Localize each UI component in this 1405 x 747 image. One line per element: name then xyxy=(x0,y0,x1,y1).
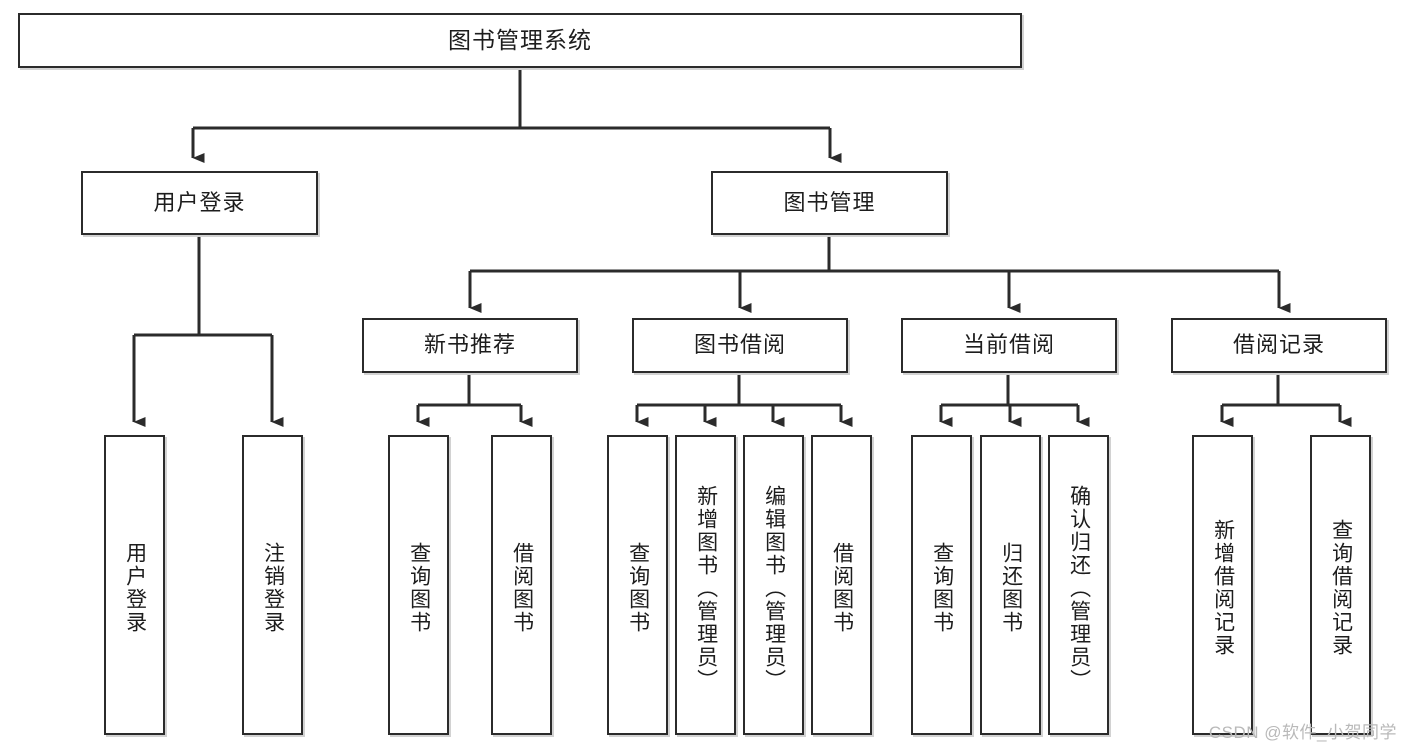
node-leaf-query-book-1[interactable]: 查询图书 xyxy=(388,435,449,735)
node-leaf-borrow-book-1-label: 借阅图书 xyxy=(510,542,534,634)
node-root[interactable]: 图书管理系统 xyxy=(18,13,1022,68)
node-book-management-label: 图书管理 xyxy=(783,189,876,215)
node-leaf-add-record[interactable]: 新增借阅记录 xyxy=(1192,435,1253,735)
node-leaf-query-record[interactable]: 查询借阅记录 xyxy=(1310,435,1371,735)
node-leaf-edit-book[interactable]: 编辑图书（管理员） xyxy=(743,435,804,735)
node-leaf-return-book[interactable]: 归还图书 xyxy=(980,435,1041,735)
node-user-login[interactable]: 用户登录 xyxy=(81,171,318,235)
csdn-watermark: CSDN @软件_小贺同学 xyxy=(1208,723,1397,742)
node-book-borrow-label: 图书借阅 xyxy=(693,332,786,358)
node-leaf-confirm-return[interactable]: 确认归还（管理员） xyxy=(1048,435,1109,735)
node-leaf-query-record-label: 查询借阅记录 xyxy=(1329,519,1353,657)
node-leaf-add-book-label: 新增图书（管理员） xyxy=(694,484,718,692)
node-leaf-query-book-2-label: 查询图书 xyxy=(626,542,650,634)
node-leaf-add-book[interactable]: 新增图书（管理员） xyxy=(675,435,736,735)
node-new-book-recommend[interactable]: 新书推荐 xyxy=(362,318,578,373)
node-leaf-confirm-return-label: 确认归还（管理员） xyxy=(1067,484,1091,692)
node-leaf-edit-book-label: 编辑图书（管理员） xyxy=(762,484,786,692)
node-borrow-record[interactable]: 借阅记录 xyxy=(1171,318,1387,373)
node-leaf-add-record-label: 新增借阅记录 xyxy=(1211,519,1235,657)
node-leaf-borrow-book-1[interactable]: 借阅图书 xyxy=(491,435,552,735)
node-user-login-label: 用户登录 xyxy=(153,189,246,215)
node-new-book-recommend-label: 新书推荐 xyxy=(423,332,516,358)
node-leaf-query-book-3-label: 查询图书 xyxy=(930,542,954,634)
node-leaf-user-login-label: 用户登录 xyxy=(123,542,147,634)
node-current-borrow-label: 当前借阅 xyxy=(962,332,1055,358)
node-current-borrow[interactable]: 当前借阅 xyxy=(901,318,1117,373)
node-leaf-user-login[interactable]: 用户登录 xyxy=(104,435,165,735)
node-borrow-record-label: 借阅记录 xyxy=(1232,332,1325,358)
node-book-borrow[interactable]: 图书借阅 xyxy=(632,318,848,373)
node-leaf-logout-login[interactable]: 注销登录 xyxy=(242,435,303,735)
node-leaf-query-book-3[interactable]: 查询图书 xyxy=(911,435,972,735)
node-book-management[interactable]: 图书管理 xyxy=(711,171,948,235)
node-leaf-query-book-1-label: 查询图书 xyxy=(407,542,431,634)
node-leaf-logout-login-label: 注销登录 xyxy=(261,542,285,634)
node-root-label: 图书管理系统 xyxy=(448,26,592,53)
node-leaf-query-book-2[interactable]: 查询图书 xyxy=(607,435,668,735)
node-leaf-borrow-book-2[interactable]: 借阅图书 xyxy=(811,435,872,735)
node-leaf-return-book-label: 归还图书 xyxy=(999,542,1023,634)
node-leaf-borrow-book-2-label: 借阅图书 xyxy=(830,542,854,634)
